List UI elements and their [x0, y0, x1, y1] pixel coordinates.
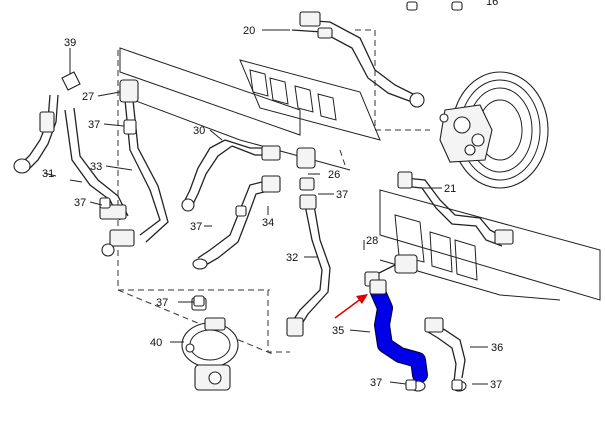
- label-33: 33: [90, 161, 102, 173]
- hose-31: [13, 94, 59, 174]
- label-37: 37: [156, 297, 168, 309]
- label-37: 37: [336, 189, 348, 201]
- label-37: 37: [88, 119, 100, 131]
- hose-21: [397, 171, 514, 247]
- label-28: 28: [366, 235, 378, 247]
- label-16: 16: [486, 0, 498, 8]
- label-37: 37: [190, 221, 202, 233]
- label-40: 40: [150, 337, 162, 349]
- fitting-26: [296, 147, 316, 191]
- label-26: 26: [328, 169, 340, 181]
- leader-lines: [43, 29, 488, 385]
- pointer-arrow: [334, 294, 368, 319]
- label-39: 39: [64, 37, 76, 49]
- label-21: 21: [444, 183, 456, 195]
- label-20: 20: [243, 25, 255, 37]
- label-36: 36: [491, 342, 503, 354]
- hose-20: [291, 11, 425, 108]
- hose-34: [192, 175, 281, 270]
- label-37: 37: [74, 197, 86, 209]
- hose-32: [286, 194, 331, 337]
- label-30: 30: [193, 125, 205, 137]
- label-27: 27: [82, 91, 94, 103]
- label-34: 34: [262, 217, 274, 229]
- clamp-39: [61, 71, 81, 91]
- hose-30: [181, 139, 281, 212]
- label-35: 35: [332, 325, 344, 337]
- hose-35-highlighted[interactable]: [369, 279, 428, 392]
- label-31: 31: [42, 168, 54, 180]
- label-37: 37: [370, 377, 382, 389]
- label-32: 32: [286, 252, 298, 264]
- label-37: 37: [490, 379, 502, 391]
- pump-40: [181, 297, 239, 391]
- hose-33: [64, 99, 169, 257]
- part-labels: 39 27 37 33 31 37 20 30 26 37 34 37 21 3…: [42, 0, 503, 391]
- clamps-37: [99, 1, 463, 391]
- fitting-27: [119, 79, 139, 135]
- brake-booster: [439, 71, 549, 189]
